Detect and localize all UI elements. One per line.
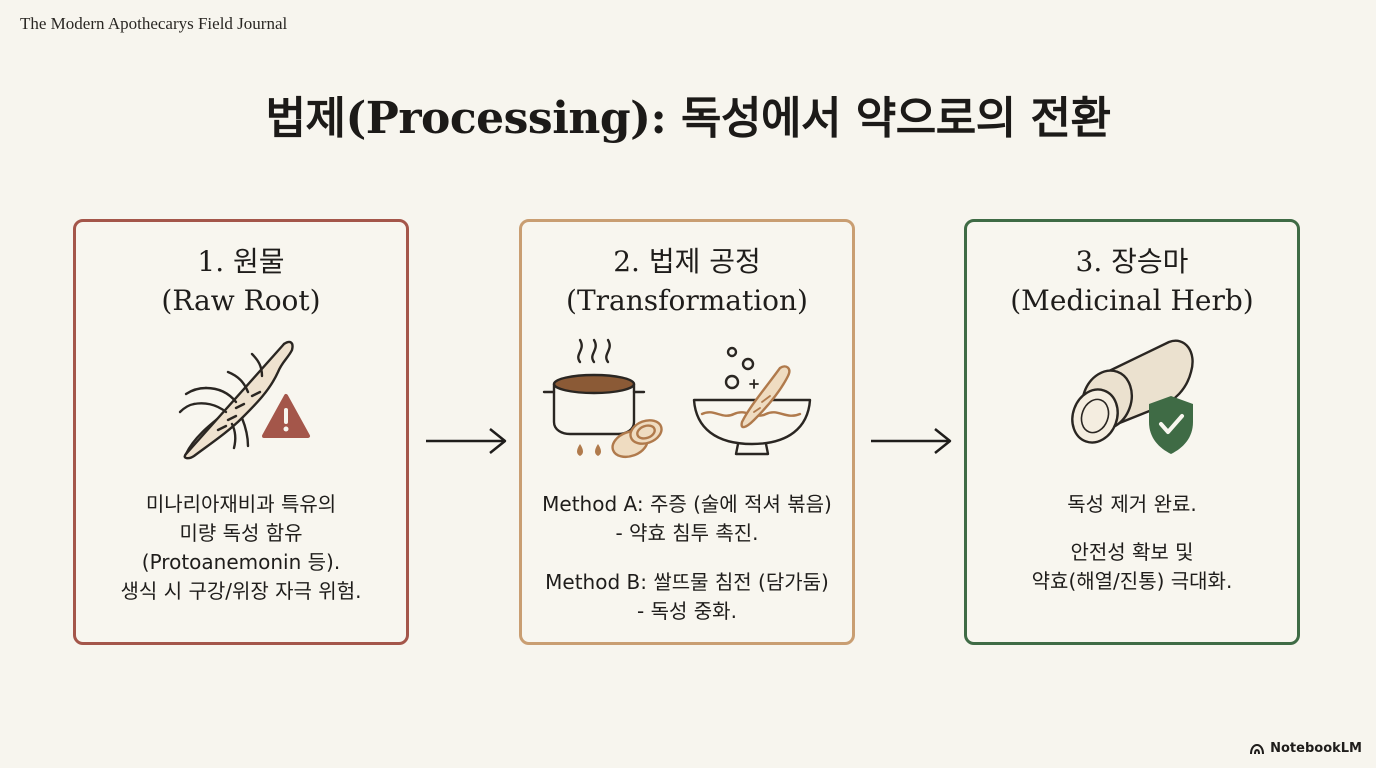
raw-root-illustration [76, 332, 406, 482]
shield-check-icon [1149, 396, 1193, 454]
steaming-pot-icon [542, 338, 646, 456]
soaking-bowl-icon [692, 346, 812, 456]
warning-icon [262, 394, 310, 438]
notebooklm-brand: NotebookLM [1249, 741, 1362, 756]
arrow-right-icon [426, 428, 507, 454]
method-a-note: - 약효 침투 촉진. [615, 521, 759, 545]
description-line: 생식 시 구강/위장 자극 위험. [120, 579, 362, 603]
result-details: 안전성 확보 및 약효(해열/진통) 극대화. [967, 538, 1297, 596]
method-b-line: Method B: 쌀뜨물 침전 (담가둠) [545, 570, 829, 594]
step-title-line2: (Raw Root) [161, 284, 321, 317]
brand-label: NotebookLM [1270, 741, 1362, 756]
method-b-note: - 독성 중화. [637, 599, 737, 623]
step-title-line2: (Medicinal Herb) [1010, 284, 1254, 317]
root-slices-icon [611, 419, 663, 459]
step-card-raw-root: 1. 원물 (Raw Root) [73, 219, 409, 645]
step-title-line1: 3. 장승마 [1075, 245, 1189, 278]
step-title: 3. 장승마 (Medicinal Herb) [967, 242, 1297, 320]
notebooklm-logo-icon [1250, 743, 1265, 754]
medicinal-herb-illustration [967, 332, 1297, 482]
arrow-right-icon [871, 428, 952, 454]
step-title: 2. 법제 공정 (Transformation) [522, 242, 852, 320]
raw-root-icon [178, 340, 294, 460]
step-card-transformation: 2. 법제 공정 (Transformation) [519, 219, 855, 645]
processing-illustration [522, 332, 852, 482]
step-title: 1. 원물 (Raw Root) [76, 242, 406, 320]
step-card-medicinal-herb: 3. 장승마 (Medicinal Herb) 독성 제거 완료. 안전성 확보… [964, 219, 1300, 645]
result-line: 안전성 확보 및 [1070, 540, 1194, 564]
step-title-line1: 1. 원물 [197, 245, 285, 278]
result-summary: 독성 제거 완료. [1067, 492, 1197, 516]
result-line: 약효(해열/진통) 극대화. [1031, 569, 1233, 593]
page-title: 법제(Processing): 독성에서 약으로의 전환 [265, 93, 1111, 144]
herb-slice-icon [1071, 339, 1194, 444]
step-title-line1: 2. 법제 공정 [613, 245, 761, 278]
description-line: (Protoanemonin 등). [141, 550, 341, 574]
method-a-line: Method A: 주증 (술에 적셔 볶음) [542, 492, 832, 516]
method-b: Method B: 쌀뜨물 침전 (담가둠) - 독성 중화. [522, 568, 852, 626]
step-description: 미나리아재비과 특유의 미량 독성 함유 (Protoanemonin 등). … [76, 490, 406, 606]
description-line: 미량 독성 함유 [179, 521, 303, 545]
description-line: 미나리아재비과 특유의 [145, 492, 337, 516]
journal-title: The Modern Apothecarys Field Journal [20, 14, 288, 33]
step-title-line2: (Transformation) [566, 284, 808, 317]
method-a: Method A: 주증 (술에 적셔 볶음) - 약효 침투 촉진. [522, 490, 852, 548]
